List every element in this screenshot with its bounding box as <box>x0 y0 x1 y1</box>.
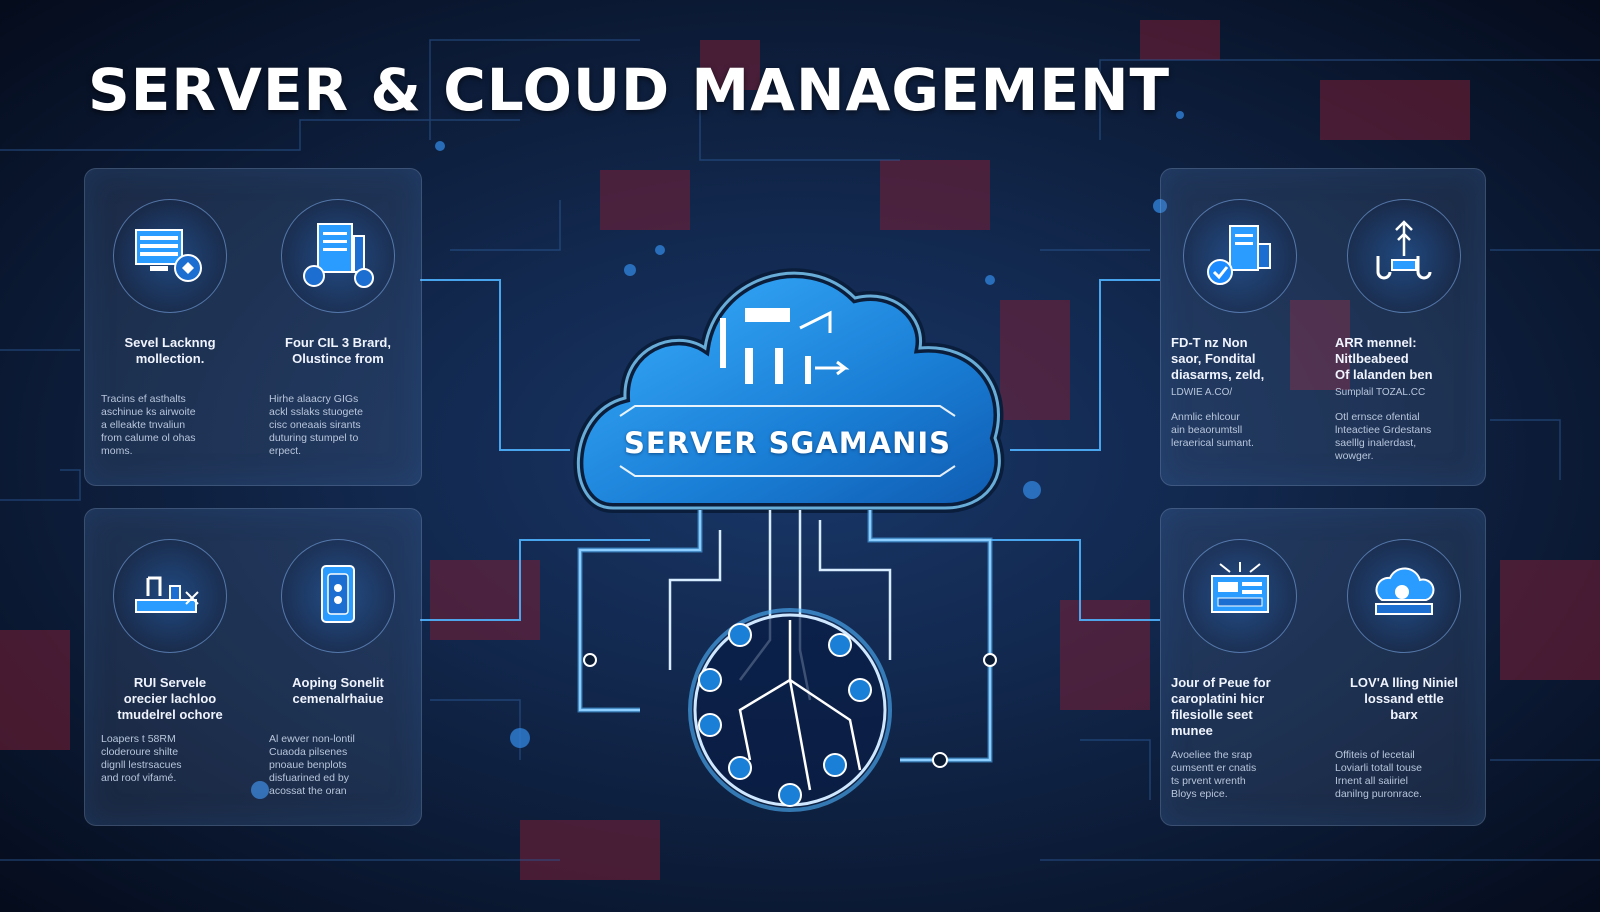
server-maintenance-icon <box>720 308 850 384</box>
feature-heading: LOV'A lling Niniel lossand ettle barx <box>1349 675 1459 722</box>
panel-bottom-left: RUI Servele orecier lachloo tmudelrel oc… <box>84 508 422 826</box>
feature-card[interactable]: Sevel Lacknng mollection. Tracins ef ast… <box>95 199 245 469</box>
feature-subline: LDWIE A.CO/ <box>1171 387 1233 398</box>
feature-card[interactable]: LOV'A lling Niniel lossand ettle barx Of… <box>1329 539 1479 809</box>
feature-body: Loapers t 58RM cloderoure shilte dignll … <box>101 733 182 784</box>
feature-heading: FD-T nz Non saor, Fondital diasarms, zel… <box>1171 335 1265 398</box>
panel-bottom-right: Jour of Peue for caroplatini hicr filesi… <box>1160 508 1486 826</box>
server-monitor-icon <box>113 199 227 313</box>
console-network-icon <box>1183 539 1297 653</box>
rack-tools-icon <box>113 539 227 653</box>
cloud-shape <box>573 268 1005 513</box>
feature-body: Otl ernsce ofential lnteactiee Grdestans… <box>1335 411 1432 462</box>
feature-card[interactable]: FD-T nz Non saor, Fondital diasarms, zel… <box>1165 199 1315 469</box>
feature-body: Offiteis of lecetail Loviarli totall tou… <box>1335 749 1422 800</box>
page-title: SERVER & CLOUD MANAGEMENT <box>88 56 1171 124</box>
storage-drive-icon <box>281 539 395 653</box>
feature-card[interactable]: Jour of Peue for caroplatini hicr filesi… <box>1165 539 1315 809</box>
panel-top-right: FD-T nz Non saor, Fondital diasarms, zel… <box>1160 168 1486 486</box>
feature-heading: RUI Servele orecier lachloo tmudelrel oc… <box>117 675 223 722</box>
server-check-icon <box>1183 199 1297 313</box>
feature-card[interactable]: Aoping Sonelit cemenalrhaiue Al ewver no… <box>263 539 413 809</box>
feature-heading: Sevel Lacknng mollection. <box>124 335 216 366</box>
feature-body: Avoeliee the srap cumsentt er cnatis ts … <box>1171 749 1257 800</box>
feature-heading: Aoping Sonelit cemenalrhaiue <box>292 675 384 706</box>
feature-heading: Jour of Peue for caroplatini hicr filesi… <box>1171 675 1271 738</box>
cloud-gear-icon <box>1347 539 1461 653</box>
panel-top-left: Sevel Lacknng mollection. Tracins ef ast… <box>84 168 422 486</box>
feature-body: Tracins ef asthalts aschinue ks airwoite… <box>101 393 196 457</box>
cloud-label: SERVER SGAMANIS <box>623 426 952 460</box>
central-cloud: SERVER SGAMANIS <box>565 238 1010 528</box>
feature-card[interactable]: RUI Servele orecier lachloo tmudelrel oc… <box>95 539 245 809</box>
hub-node-icon <box>698 623 872 807</box>
feature-body: Anmlic ehlcour ain beaorumtsll leraerica… <box>1171 411 1254 449</box>
document-server-icon <box>281 199 395 313</box>
feature-card[interactable]: Four CIL 3 Brard, Olustince from Hirhe a… <box>263 199 413 469</box>
feature-subline: Sumplail TOZAL.CC <box>1335 387 1426 398</box>
feature-body: Al ewver non-lontil Cuaoda pilsenes pnoa… <box>269 733 355 797</box>
network-antenna-icon <box>1347 199 1461 313</box>
feature-heading: Four CIL 3 Brard, Olustince from <box>285 335 391 366</box>
feature-body: Hirhe alaacry GIGs ackl sslaks stuogete … <box>269 393 363 457</box>
network-hub <box>577 510 997 812</box>
